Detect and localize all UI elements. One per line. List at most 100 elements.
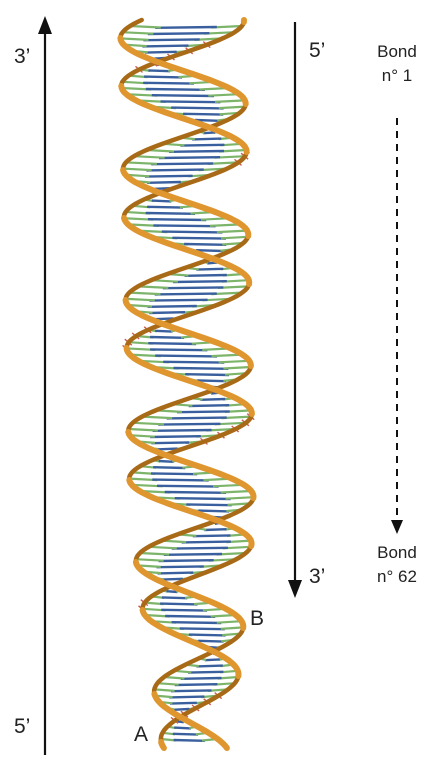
base-blue-segment <box>148 306 197 307</box>
bond-end-label: Bond n° 62 <box>362 541 427 589</box>
bond-start-number: n° 1 <box>362 64 427 88</box>
base-blue-segment <box>160 604 197 605</box>
strand-a-arrowhead <box>38 16 52 34</box>
base-blue-segment <box>159 157 220 158</box>
bond-numbering-arrowhead <box>391 520 403 534</box>
base-blue-segment <box>180 628 225 629</box>
base-blue-segment <box>150 300 208 301</box>
base-green-segment <box>120 38 148 40</box>
base-green-segment <box>219 107 245 109</box>
base-blue-segment <box>185 374 229 375</box>
base-blue-segment <box>189 635 226 636</box>
strand-a-3prime-label: 3’ <box>14 46 30 67</box>
strand-a-5prime-label: 5’ <box>14 716 30 737</box>
base-blue-segment <box>155 27 217 28</box>
base-blue-segment <box>155 356 217 357</box>
base-blue-segment <box>173 709 190 710</box>
base-blue-segment <box>157 566 204 567</box>
base-blue-segment <box>167 418 227 419</box>
base-green-segment <box>221 491 252 493</box>
backbone-strand-a-front <box>161 742 164 748</box>
base-green-segment <box>223 367 250 369</box>
base-blue-segment <box>197 380 226 381</box>
base-blue-segment <box>164 554 222 555</box>
base-blue-segment <box>162 597 187 598</box>
base-blue-segment <box>172 622 222 623</box>
base-blue-segment <box>159 461 174 462</box>
base-blue-segment <box>169 697 204 698</box>
base-blue-segment <box>170 703 197 704</box>
base-blue-segment <box>148 70 170 71</box>
base-blue-segment <box>172 238 226 239</box>
base-blue-segment <box>203 132 215 133</box>
base-blue-segment <box>196 666 222 667</box>
base-blue-segment <box>173 281 227 282</box>
base-blue-segment <box>204 529 226 530</box>
base-blue-segment <box>143 83 194 84</box>
base-blue-segment <box>185 275 227 276</box>
base-blue-segment <box>193 535 231 536</box>
base-blue-segment <box>151 473 197 474</box>
base-blue-segment <box>155 331 172 332</box>
base-blue-segment <box>186 504 231 505</box>
base-blue-segment <box>151 442 189 443</box>
base-blue-segment <box>148 33 210 34</box>
base-blue-segment <box>161 101 221 102</box>
base-blue-segment <box>167 591 178 592</box>
base-blue-segment <box>171 690 212 691</box>
strand-b-arrowhead <box>288 580 302 598</box>
base-blue-segment <box>165 492 226 493</box>
base-green-segment <box>215 100 245 102</box>
base-green-segment <box>226 497 254 499</box>
base-blue-segment <box>162 579 183 580</box>
base-green-segment <box>217 621 242 623</box>
base-blue-segment <box>147 182 181 183</box>
strand-b-name-label: B <box>250 608 264 629</box>
base-blue-segment <box>192 139 221 140</box>
base-blue-segment <box>173 734 198 735</box>
base-green-segment <box>136 559 164 561</box>
base-blue-segment <box>183 114 223 115</box>
base-green-segment <box>157 683 178 685</box>
base-blue-segment <box>196 269 223 270</box>
base-blue-segment <box>198 641 223 642</box>
base-green-segment <box>126 162 157 164</box>
base-blue-segment <box>150 337 184 338</box>
base-blue-segment <box>165 616 215 617</box>
base-blue-segment <box>153 225 215 226</box>
bond-start-word: Bond <box>362 40 427 64</box>
base-blue-segment <box>161 610 207 611</box>
base-blue-segment <box>171 108 223 109</box>
base-blue-segment <box>145 176 193 177</box>
base-blue-segment <box>174 368 229 369</box>
base-green-segment <box>129 429 158 431</box>
base-blue-segment <box>175 498 231 499</box>
base-blue-segment <box>152 201 172 202</box>
base-blue-segment <box>182 542 231 543</box>
backbone-strand-b-back <box>120 20 141 38</box>
base-blue-segment <box>159 560 214 561</box>
base-blue-segment <box>148 219 206 220</box>
base-blue-segment <box>163 287 224 288</box>
strand-a-name-label: A <box>134 724 148 745</box>
base-blue-segment <box>189 405 230 406</box>
bond-start-label: Bond n° 1 <box>362 40 427 88</box>
base-blue-segment <box>151 163 213 164</box>
base-blue-segment <box>200 399 225 400</box>
base-green-segment <box>126 299 155 301</box>
base-green-segment <box>129 293 160 295</box>
base-green-segment <box>217 231 247 233</box>
base-green-segment <box>138 286 168 288</box>
base-blue-segment <box>181 678 222 679</box>
base-blue-segment <box>156 449 178 450</box>
base-blue-segment <box>172 548 228 549</box>
base-green-segment <box>123 169 152 171</box>
base-blue-segment <box>196 250 223 251</box>
base-blue-segment <box>153 467 185 468</box>
base-blue-segment <box>149 312 185 313</box>
base-blue-segment <box>177 411 230 412</box>
base-blue-segment <box>163 362 224 363</box>
base-blue-segment <box>142 46 188 47</box>
